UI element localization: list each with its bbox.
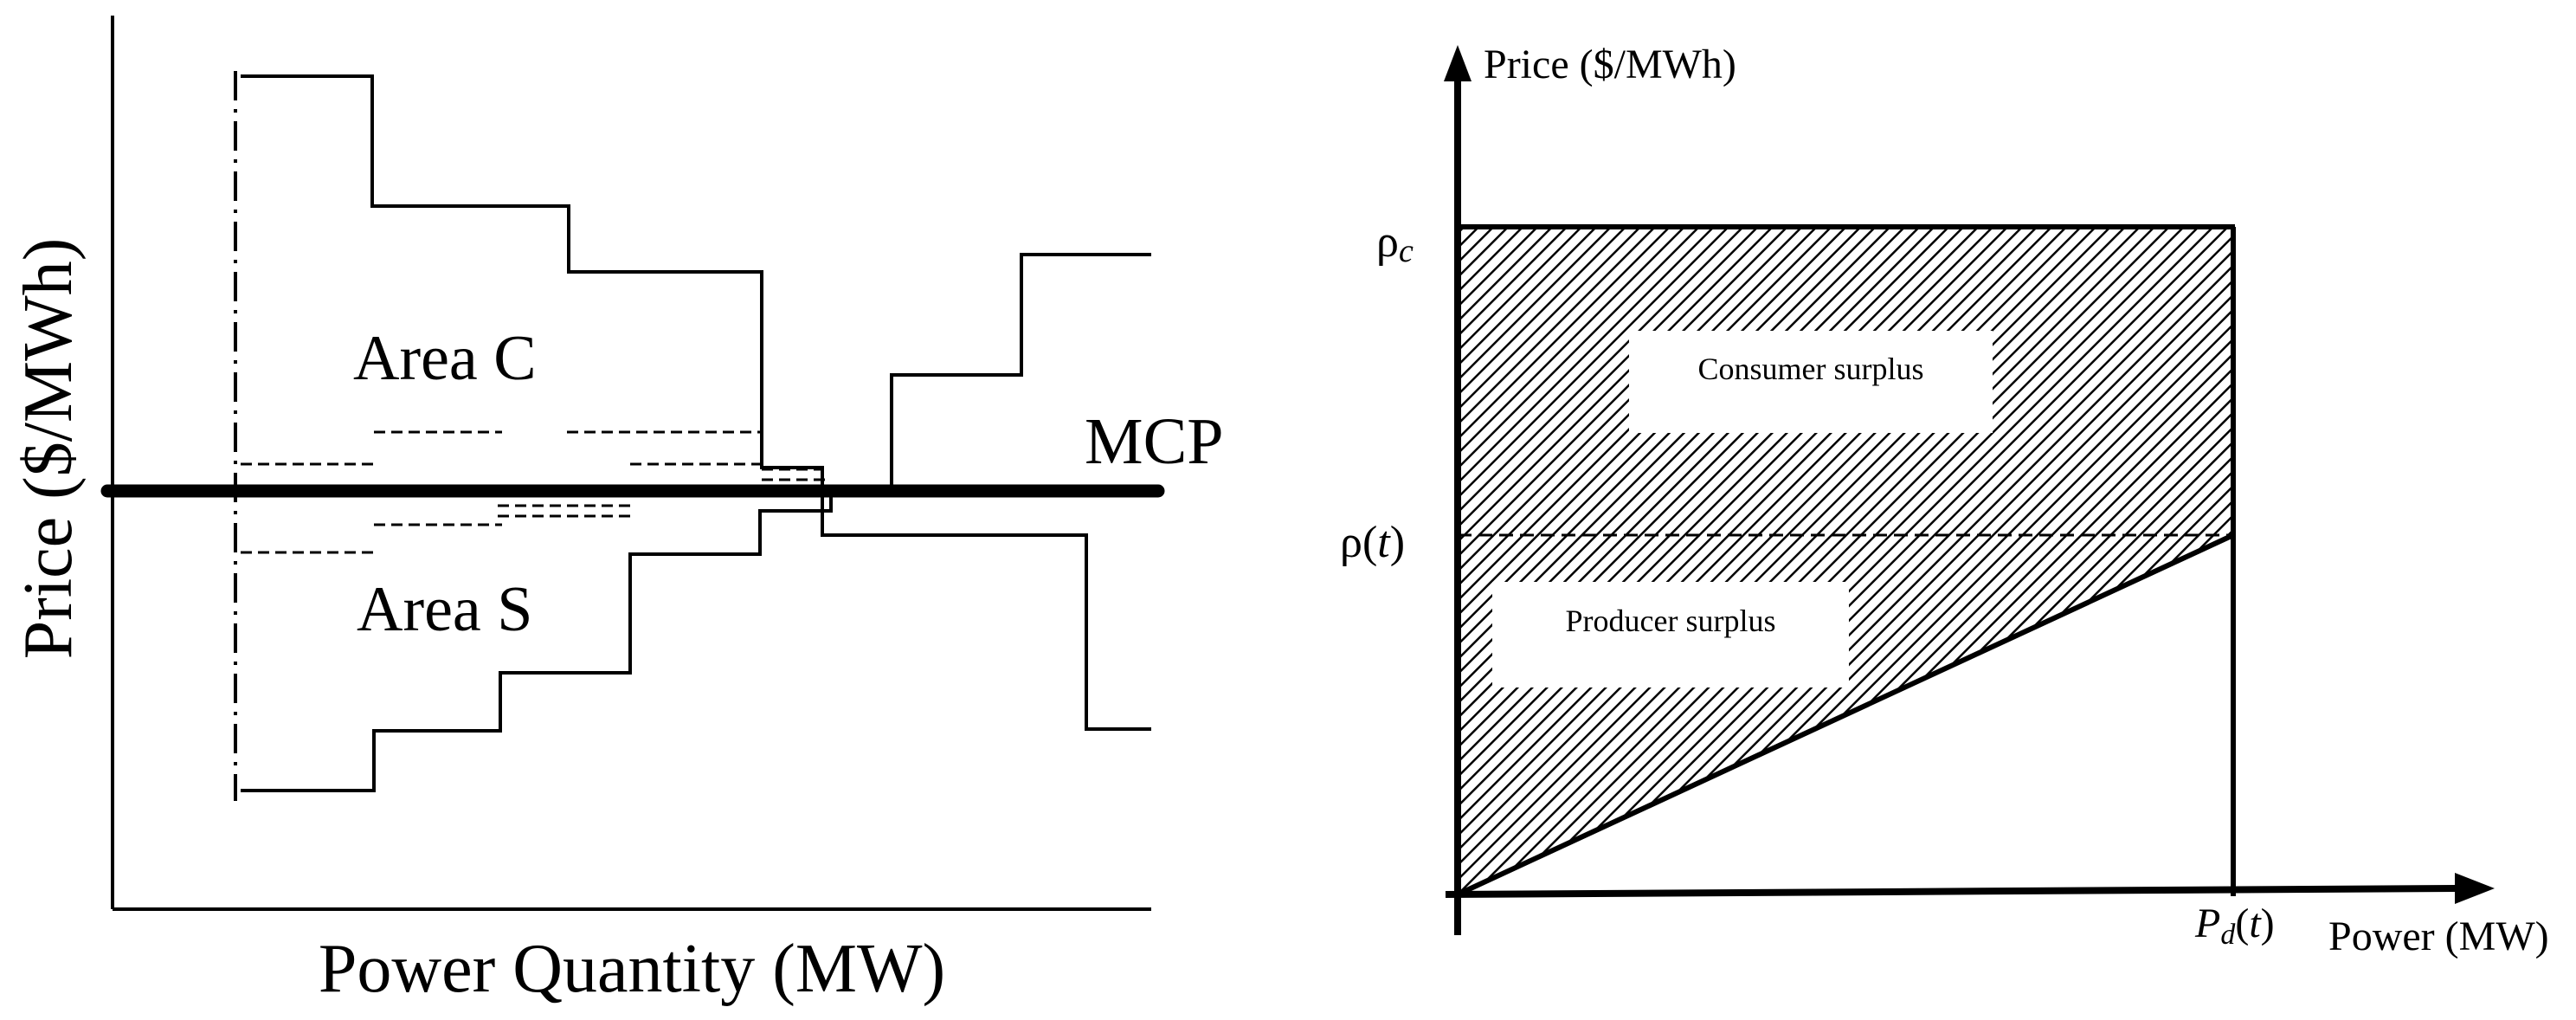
left-y-axis-label: Price ($/MWh) — [10, 238, 87, 660]
right-y-axis-label: Price ($/MWh) — [1484, 42, 1736, 87]
dashed-steps-lower — [241, 504, 822, 554]
rho-t-label: ρ(t) — [1340, 518, 1405, 567]
supply-diagonal-line — [1456, 533, 2235, 897]
area-s-label: Area S — [357, 574, 532, 645]
right-x-axis-label: Power (MW) — [2328, 913, 2549, 959]
dashed-steps-upper — [241, 430, 831, 481]
right-panel: Consumer surplus Producer surplus Price … — [1340, 42, 2549, 959]
right-x-axis-arrow — [2455, 873, 2495, 904]
producer-surplus-box — [1492, 582, 1849, 688]
pd-label: Pd(t) — [2194, 901, 2275, 951]
left-x-axis-label: Power Quantity (MW) — [319, 931, 945, 1007]
right-x-axis — [1445, 885, 2457, 898]
right-y-axis-arrow — [1444, 45, 1472, 81]
consumer-surplus-box — [1629, 331, 1993, 433]
left-panel: Area C Area S MCP Power Quantity (MW) Pr… — [10, 16, 1224, 1007]
mcp-label: MCP — [1085, 405, 1224, 478]
consumer-surplus-label: Consumer surplus — [1698, 352, 1924, 386]
rho-c-label: ρc — [1376, 217, 1414, 269]
area-c-label: Area C — [353, 323, 537, 394]
producer-surplus-label: Producer surplus — [1566, 604, 1776, 638]
demand-step-curve — [241, 74, 1151, 731]
supply-step-curve — [241, 253, 1151, 792]
